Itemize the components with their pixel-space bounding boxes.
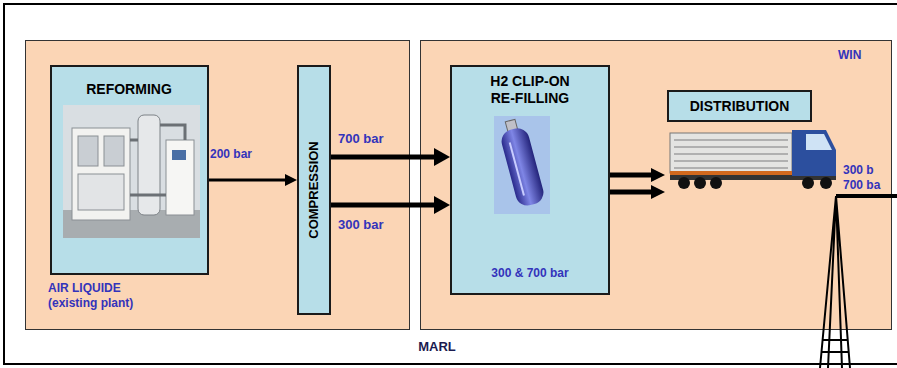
box-title: REFORMING bbox=[53, 80, 205, 98]
pressure-label: 300 bar bbox=[338, 217, 384, 233]
gas-tube bbox=[674, 160, 788, 162]
box-title: H2 CLIP-ON RE-FILLING bbox=[480, 73, 580, 107]
tube-trailer-truck bbox=[670, 130, 836, 189]
fan-crossbar bbox=[823, 339, 848, 341]
gas-tube bbox=[674, 167, 788, 169]
photo-background bbox=[63, 105, 200, 238]
outgoing-delivery-lines bbox=[820, 196, 897, 368]
control-panel bbox=[172, 150, 186, 160]
pipe bbox=[160, 125, 185, 140]
reactor-tank bbox=[138, 115, 160, 215]
flow-arrow bbox=[610, 173, 651, 178]
picture-background bbox=[494, 116, 550, 214]
wheel bbox=[802, 177, 814, 189]
flow-arrow bbox=[331, 203, 434, 208]
wheel bbox=[694, 177, 706, 189]
trailer-body bbox=[670, 133, 792, 173]
plant-unit bbox=[166, 140, 194, 215]
flow-arrow bbox=[610, 190, 651, 195]
pipe bbox=[130, 139, 138, 142]
delivery-fan bbox=[820, 196, 850, 368]
gas-tube bbox=[674, 153, 788, 155]
cylinder-shine bbox=[510, 142, 524, 195]
box-title: COMPRESSION bbox=[306, 141, 322, 239]
pressure-label: 700 bar bbox=[338, 131, 384, 147]
gas-tube bbox=[674, 139, 788, 141]
reforming-plant-photo bbox=[63, 105, 200, 238]
gas-tube bbox=[674, 146, 788, 148]
pressure-label: 200 bar bbox=[210, 147, 252, 162]
wheel bbox=[710, 177, 722, 189]
cab-window bbox=[806, 134, 832, 150]
site-name: MARL bbox=[387, 339, 487, 355]
hydrogen-cylinder bbox=[499, 126, 546, 209]
partner-label: WIN bbox=[838, 48, 882, 63]
box-title: DISTRIBUTION bbox=[667, 90, 812, 122]
company-label: AIR LIQUIDE (existing plant) bbox=[48, 281, 173, 311]
wheel bbox=[678, 177, 690, 189]
pipe bbox=[130, 194, 166, 197]
flow-arrow bbox=[209, 179, 285, 182]
flow-arrow bbox=[331, 155, 434, 160]
cabinet-panel bbox=[104, 136, 124, 166]
truck-cab bbox=[792, 130, 836, 176]
fan-crossbar bbox=[822, 351, 849, 353]
trailer-stripe bbox=[670, 171, 792, 175]
cabinet-panel bbox=[78, 174, 124, 210]
hydrogen-cylinder-picture bbox=[494, 116, 550, 214]
pressure-label: 700 ba bbox=[843, 178, 880, 193]
delivery-line bbox=[836, 194, 897, 198]
plant-cabinet bbox=[72, 128, 130, 220]
pressure-label: 300 b bbox=[843, 163, 874, 178]
cabinet-panel bbox=[78, 136, 98, 166]
process-box: COMPRESSION bbox=[297, 65, 331, 315]
wheel bbox=[820, 177, 832, 189]
pressure-label: 300 & 700 bar bbox=[455, 266, 605, 281]
